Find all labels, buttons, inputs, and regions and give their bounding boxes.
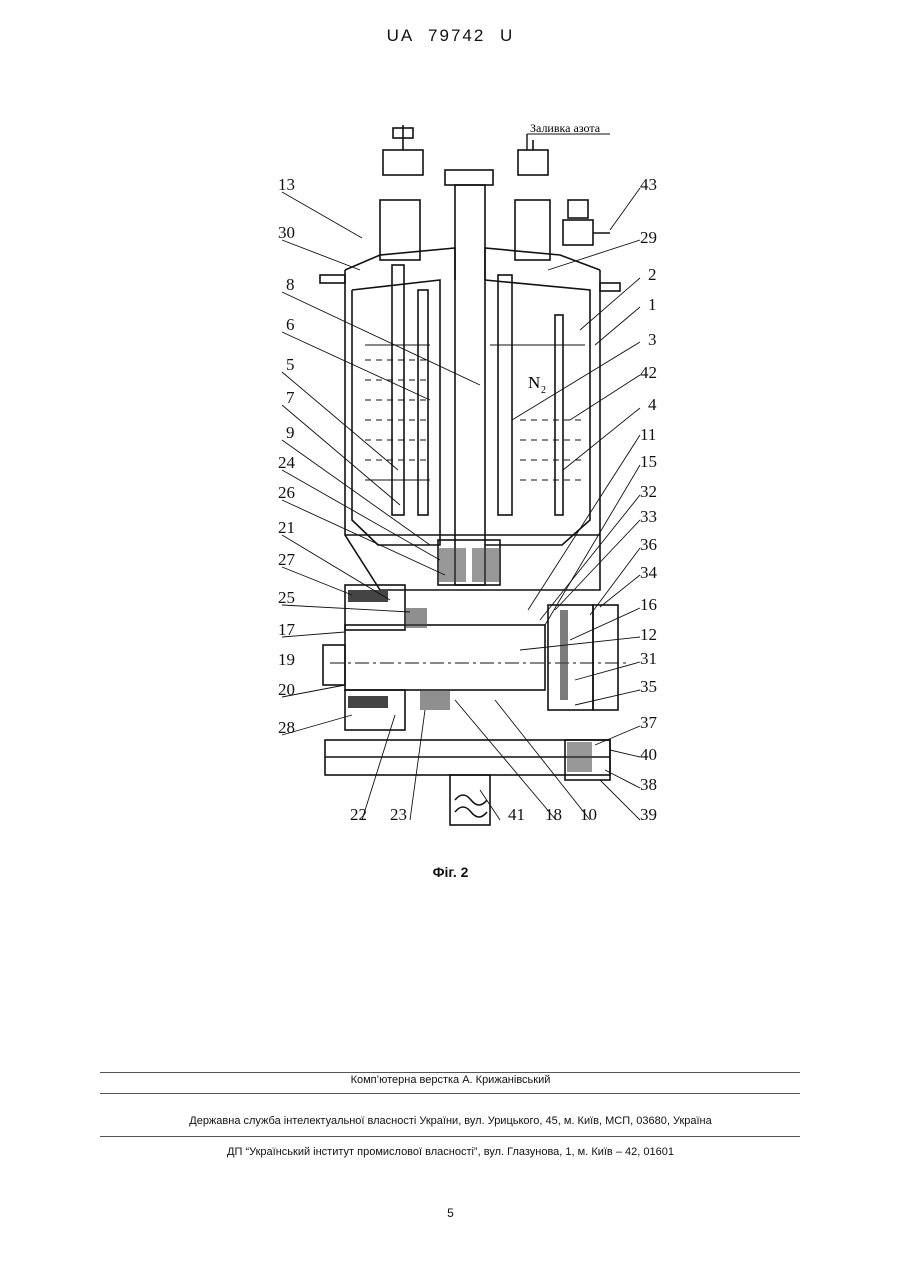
- shaft-top-cap: [445, 170, 493, 185]
- part-label: 27: [278, 550, 296, 569]
- hatched-sections: [348, 548, 592, 772]
- part-label: 8: [286, 275, 295, 294]
- part-label: 33: [640, 507, 657, 526]
- footer-rule: [100, 1072, 800, 1073]
- cryostat-technical-drawing: Заливка азота N 2: [260, 118, 680, 838]
- right-flange: [548, 605, 593, 710]
- part-label: 35: [640, 677, 657, 696]
- patent-number-header: UA 79742 U: [0, 26, 901, 46]
- part-label: 32: [640, 482, 657, 501]
- left-tube: [392, 265, 404, 515]
- part-label: 17: [278, 620, 296, 639]
- part-label: 36: [640, 535, 657, 554]
- part-label: 2: [648, 265, 657, 284]
- part-label: 34: [640, 563, 658, 582]
- part-label: 21: [278, 518, 295, 537]
- part-label: 31: [640, 649, 657, 668]
- part-label: 10: [580, 805, 597, 824]
- medium-label: N: [528, 373, 540, 392]
- footer-rule: [100, 1136, 800, 1137]
- part-label: 4: [648, 395, 657, 414]
- vessel-top-left: [345, 248, 455, 280]
- page-number: 5: [0, 1206, 901, 1220]
- part-label: 28: [278, 718, 295, 737]
- part-label: 41: [508, 805, 525, 824]
- part-label: 43: [640, 175, 657, 194]
- part-label: 20: [278, 680, 295, 699]
- part-label: 11: [640, 425, 656, 444]
- footer-rule: [100, 1093, 800, 1094]
- part-label: 23: [390, 805, 407, 824]
- part-label: 39: [640, 805, 657, 824]
- valve-43: [563, 220, 593, 245]
- part-label: 29: [640, 228, 657, 247]
- part-label: 13: [278, 175, 295, 194]
- right-lug: [600, 283, 620, 291]
- outer-vessel-outline: [345, 270, 600, 590]
- part-label: 9: [286, 423, 295, 442]
- part-label: 5: [286, 355, 295, 374]
- left-lug: [320, 275, 345, 283]
- part-label: 7: [286, 388, 295, 407]
- right-panel: [593, 605, 618, 710]
- left-tube-2: [418, 290, 428, 515]
- part-label: 25: [278, 588, 295, 607]
- right-pipe-top: [518, 150, 548, 175]
- part-label: 30: [278, 223, 295, 242]
- part-label: 37: [640, 713, 658, 732]
- central-shaft: [455, 185, 485, 585]
- inflow-label: Заливка азота: [530, 121, 601, 135]
- liquid-level-marks: [365, 345, 585, 480]
- medium-subscript: 2: [541, 385, 546, 396]
- part-label: 18: [545, 805, 562, 824]
- left-pipe-body: [380, 200, 420, 260]
- part-label: 38: [640, 775, 657, 794]
- right-tube-3: [498, 275, 512, 515]
- part-label: 16: [640, 595, 657, 614]
- footer-institute: ДП “Український інститут промислової вла…: [0, 1146, 901, 1158]
- part-label: 12: [640, 625, 657, 644]
- part-label: 3: [648, 330, 657, 349]
- connector-19: [323, 645, 345, 685]
- part-label: 42: [640, 363, 657, 382]
- main-housing: [345, 625, 545, 690]
- part-label: 15: [640, 452, 657, 471]
- left-pipe-top: [383, 150, 423, 175]
- footer-typesetting: Комп’ютерна верстка А. Крижанівський: [0, 1074, 901, 1086]
- part-label: 24: [278, 453, 296, 472]
- part-label: 22: [350, 805, 367, 824]
- part-label: 1: [648, 295, 657, 314]
- part-label: 26: [278, 483, 295, 502]
- part-label: 19: [278, 650, 295, 669]
- figure-caption: Фіг. 2: [0, 864, 901, 880]
- part-label: 6: [286, 315, 295, 334]
- part-label: 40: [640, 745, 657, 764]
- footer-office: Державна служба інтелектуальної власност…: [0, 1115, 901, 1127]
